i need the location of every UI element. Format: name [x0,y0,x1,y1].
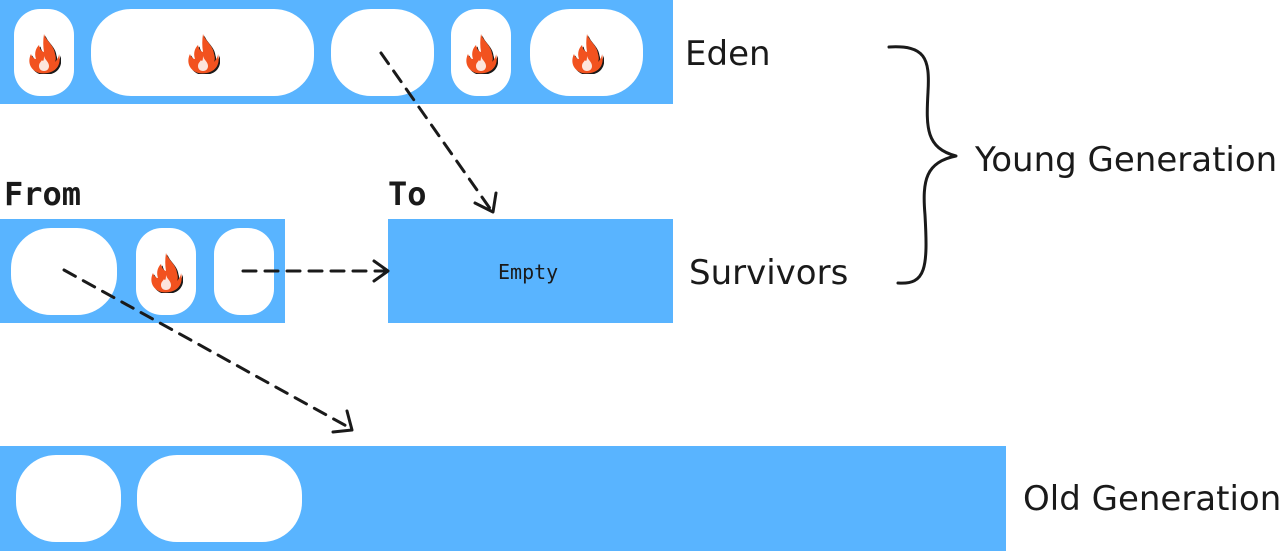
fire-icon [570,32,604,74]
old-object-1 [16,455,121,542]
empty-label: Empty [498,260,559,284]
old-generation-region [0,446,1006,551]
from-object-3 [214,228,274,315]
eden-region [0,0,673,104]
eden-object-4 [451,9,511,96]
survivor-from-region [0,219,285,323]
eden-label: Eden [685,34,771,74]
eden-object-2 [91,9,314,96]
from-object-2 [136,228,196,315]
fire-icon [464,32,498,74]
eden-object-5 [530,9,643,96]
from-label: From [4,175,82,213]
young-generation-brace [887,45,958,285]
survivors-label: Survivors [689,253,849,293]
young-generation-label: Young Generation [975,140,1278,180]
old-generation-label: Old Generation [1023,479,1280,519]
fire-icon [27,32,61,74]
to-label: To [388,175,427,213]
survivor-to-region: Empty [388,219,673,323]
eden-object-3 [331,9,434,96]
from-object-1 [11,228,117,315]
fire-icon [149,251,183,293]
old-object-2 [137,455,302,542]
fire-icon [186,32,220,74]
eden-object-1 [14,9,74,96]
